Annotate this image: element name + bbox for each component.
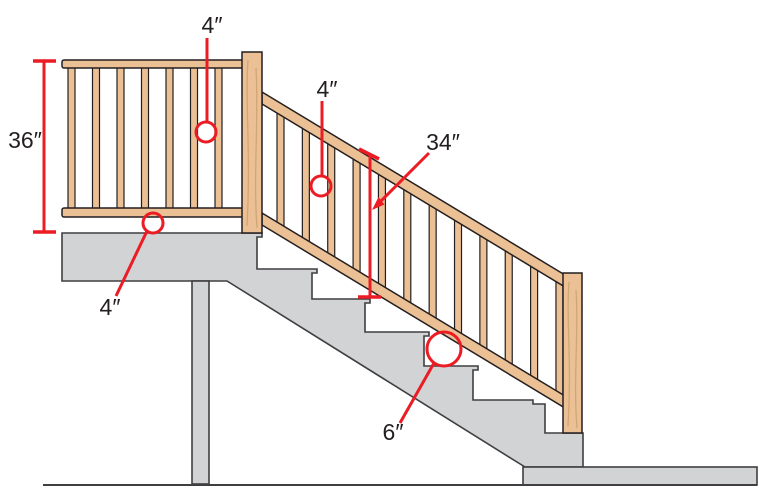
dimension-annotations: 36″ 4″ 4″ 4″ 34″ bbox=[8, 12, 463, 445]
baluster bbox=[352, 156, 361, 275]
baluster bbox=[479, 233, 488, 352]
dimension-34in-stair-rail-height: 34″ bbox=[358, 129, 460, 299]
callout-4in-deck-bottom-gap: 4″ bbox=[100, 211, 165, 320]
wood-grain bbox=[246, 59, 258, 229]
callout-4in-deck-baluster-spacing: 4″ bbox=[194, 12, 223, 144]
stair-end-post bbox=[562, 272, 583, 434]
label-deck-bottom-gap: 4″ bbox=[100, 294, 121, 320]
label-stair-baluster-spacing: 4″ bbox=[317, 76, 338, 102]
spacing-circle bbox=[309, 174, 333, 198]
baluster bbox=[529, 263, 539, 382]
baluster bbox=[403, 187, 412, 306]
deck-and-stairs-profile bbox=[61, 232, 584, 468]
label-triangle-opening: 6″ bbox=[383, 419, 404, 445]
dimension-36in-guard-height: 36″ bbox=[8, 59, 56, 234]
baluster bbox=[453, 217, 463, 336]
opening-circle bbox=[425, 330, 463, 368]
deck-post bbox=[241, 51, 263, 234]
baluster bbox=[555, 279, 564, 398]
callout-line bbox=[398, 362, 436, 424]
baluster bbox=[504, 248, 513, 367]
concrete-structure bbox=[43, 232, 758, 486]
support-post bbox=[191, 280, 210, 485]
label-stair-rail-height: 34″ bbox=[426, 129, 460, 155]
baluster bbox=[301, 125, 310, 245]
arrow-line bbox=[377, 151, 431, 205]
baluster bbox=[276, 110, 285, 229]
baluster bbox=[377, 171, 387, 291]
baluster bbox=[91, 66, 101, 210]
sidewalk-slab bbox=[522, 466, 758, 486]
spacing-circle bbox=[194, 120, 218, 144]
baluster bbox=[67, 66, 76, 210]
baluster bbox=[116, 66, 125, 210]
baluster bbox=[428, 202, 437, 321]
wood-grain bbox=[567, 281, 578, 429]
callout-4in-stair-baluster-spacing: 4″ bbox=[309, 76, 338, 198]
callout-line bbox=[114, 230, 149, 297]
arrow-head bbox=[372, 197, 385, 210]
deck-top-rail bbox=[61, 59, 244, 69]
gap-circle bbox=[141, 211, 165, 235]
baluster bbox=[140, 66, 150, 210]
callout-6in-triangle-opening: 6″ bbox=[383, 330, 463, 445]
label-guard-height: 36″ bbox=[8, 127, 42, 153]
baluster bbox=[165, 66, 174, 210]
baluster bbox=[214, 66, 223, 210]
deck-guardrail bbox=[61, 51, 263, 234]
baluster bbox=[327, 141, 336, 260]
label-deck-baluster-spacing: 4″ bbox=[202, 12, 223, 38]
stair-guardrail bbox=[261, 90, 583, 434]
